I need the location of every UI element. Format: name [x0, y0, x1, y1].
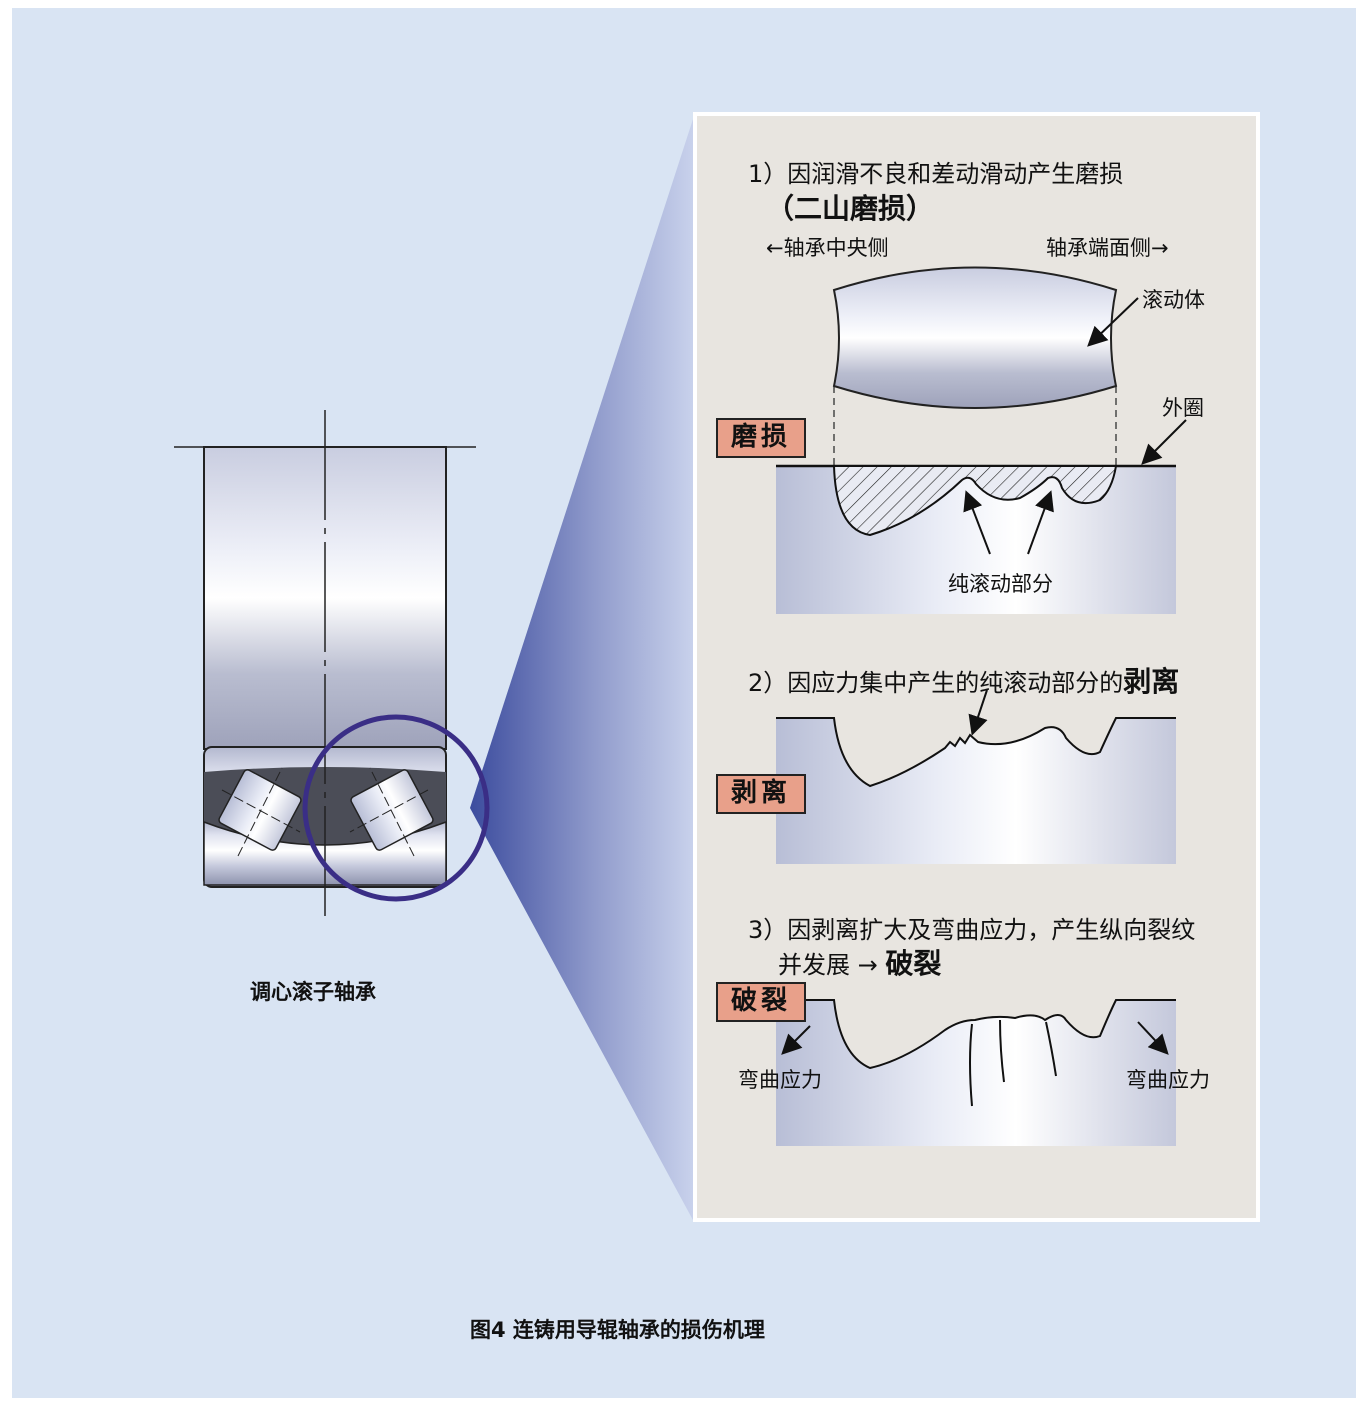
flaking-tag: 剥离 [716, 774, 806, 814]
step3-title: 3）因剥离扩大及弯曲应力，产生纵向裂纹 [748, 916, 1196, 944]
step1-title: 1）因润滑不良和差动滑动产生磨损 [748, 160, 1124, 188]
outer-ring-arrow [1141, 419, 1187, 465]
bending-stress-left-label: 弯曲应力 [738, 1068, 822, 1092]
guide-ring [300, 820, 352, 838]
flaking-section [776, 717, 1176, 864]
bending-stress-right-label: 弯曲应力 [1126, 1068, 1210, 1092]
outer-ring-label: 外圈 [1162, 396, 1204, 420]
zoom-cone [470, 116, 694, 1222]
roller-drawing [832, 266, 1118, 466]
stress-arrow-right [1137, 1021, 1169, 1055]
center-side-label: ←轴承中央侧 [766, 236, 889, 260]
pure-rolling-label: 纯滚动部分 [948, 572, 1053, 596]
bearing-label: 调心滚子轴承 [250, 980, 376, 1004]
crack-section [776, 999, 1176, 1146]
pure-rolling-arrow-right [1027, 490, 1054, 555]
step1-subtitle: （二山磨损） [766, 192, 935, 225]
figure-caption: 图4 连铸用导辊轴承的损伤机理 [470, 1318, 765, 1342]
pure-rolling-arrow-left [963, 490, 991, 555]
roller-label: 滚动体 [1142, 288, 1205, 312]
wear-tag: 磨损 [716, 418, 806, 458]
fracture-tag: 破裂 [716, 982, 806, 1022]
flaking-arrow [968, 689, 988, 736]
bearing-drawing [174, 410, 490, 920]
step2-title: 2）因应力集中产生的纯滚动部分的剥离 [748, 665, 1180, 698]
stress-arrow-left [781, 1025, 811, 1055]
end-face-side-label: 轴承端面侧→ [1046, 236, 1169, 260]
step3-subtitle: 并发展 → 破裂 [778, 947, 942, 980]
zoom-circle [302, 714, 490, 902]
roller-arrow [1087, 297, 1139, 347]
